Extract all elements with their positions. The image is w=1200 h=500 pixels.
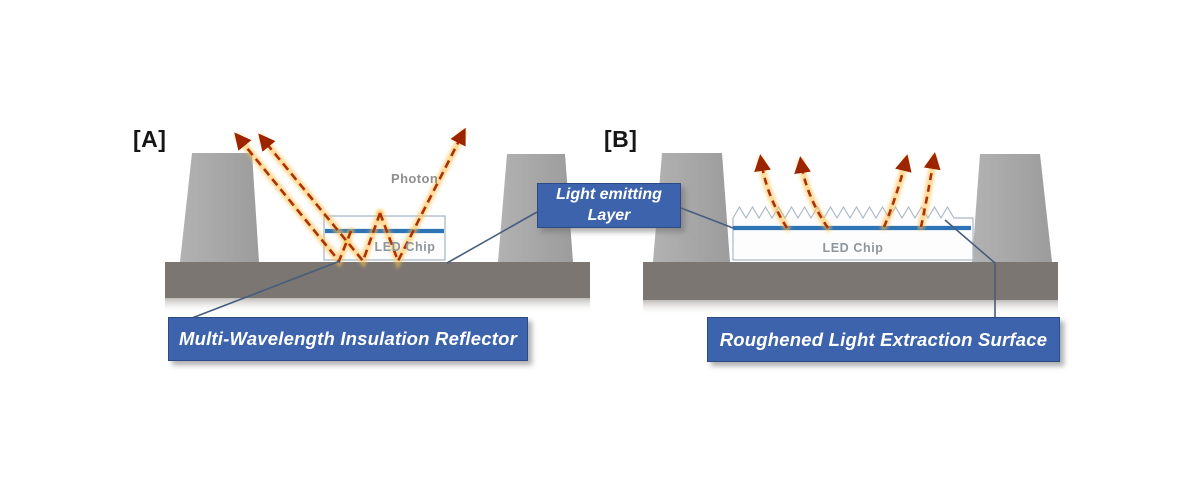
led-chip-a-label: LED Chip <box>374 240 436 254</box>
substrate-shadow-a <box>165 298 590 313</box>
electrode-left-a <box>180 153 259 262</box>
panel-a-tag: [A] <box>133 126 167 152</box>
light-emitting-layer-line2: Layer <box>587 206 631 224</box>
electrode-left-b <box>653 153 730 262</box>
leader-emitting-layer-to-chip-b <box>680 207 734 229</box>
leader-roughened-callout <box>944 219 996 317</box>
photon-ray <box>919 152 941 228</box>
photon-ray <box>258 133 382 264</box>
panel-b-tag: [B] <box>604 126 638 152</box>
led-chip-b-body-roughened-surface <box>732 205 974 261</box>
substrate-base-b <box>643 262 1058 300</box>
leader-reflector-callout <box>191 260 341 319</box>
light-emitting-layer-line1: Light emitting <box>556 185 662 203</box>
roughened-surface-callout: Roughened Light Extraction Surface <box>707 317 1060 362</box>
photon-label: Photon <box>391 171 439 186</box>
electrode-right-b <box>972 154 1052 262</box>
leader-emitting-layer-to-chip-a <box>446 211 538 264</box>
light-emitting-layer-callout: Light emitting Layer <box>537 183 681 228</box>
photon-rays-b <box>754 152 941 232</box>
photon-ray <box>882 154 912 228</box>
photon-ray <box>794 156 830 229</box>
led-chip-b-label: LED Chip <box>822 241 884 255</box>
electrode-right-a <box>498 154 573 262</box>
photon-ray <box>754 154 789 229</box>
substrate-shadow-b <box>643 300 1058 315</box>
reflector-callout: Multi-Wavelength Insulation Reflector <box>168 317 528 361</box>
photon-ray <box>378 127 466 265</box>
substrate-base-a <box>165 262 590 298</box>
